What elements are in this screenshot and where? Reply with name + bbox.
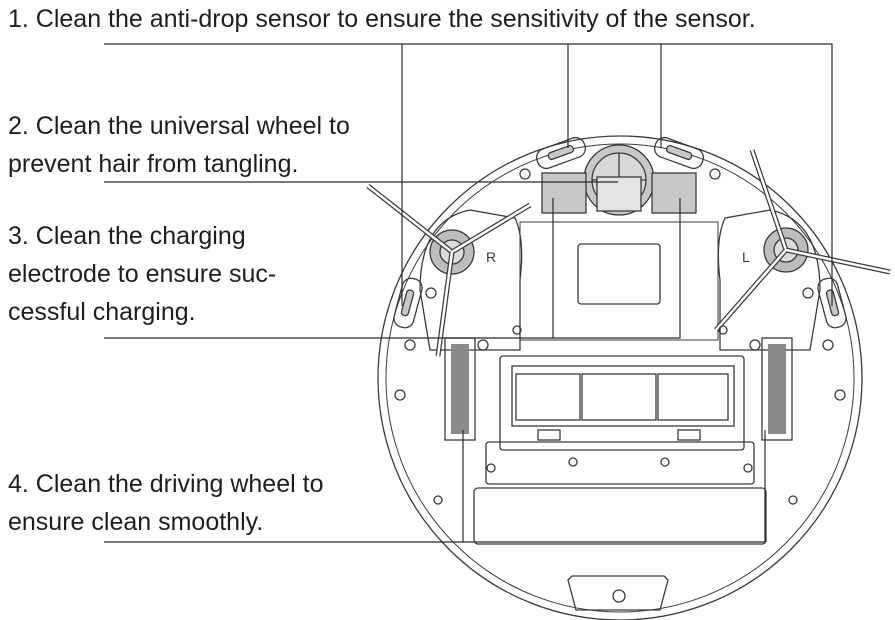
charging-electrode-left — [541, 172, 587, 214]
instruction-line: 2. Clean the universal wheel to — [8, 112, 350, 140]
instruction-line: 1. Clean the anti-drop sensor to ensure … — [8, 5, 756, 33]
robot-body-outline — [377, 135, 863, 620]
instruction-step-3: 3. Clean the charging electrode to ensur… — [8, 217, 276, 331]
instruction-step-4: 4. Clean the driving wheel to ensure cle… — [8, 465, 323, 541]
anti-drop-sensor-front-right — [653, 136, 705, 170]
brush-marker-l: L — [742, 249, 750, 265]
instruction-line: ensure clean smoothly. — [8, 508, 264, 536]
leader-line-anti-drop — [104, 43, 833, 306]
instruction-line: electrode to ensure suc- — [8, 260, 277, 288]
anti-drop-sensor-left — [393, 277, 423, 329]
bottom-latch — [567, 575, 669, 611]
center-panel — [577, 243, 661, 305]
charging-electrode-right — [651, 172, 697, 214]
side-brush-housing-right — [717, 209, 821, 351]
main-brush — [515, 373, 581, 421]
instruction-line: cessful charging. — [8, 298, 196, 326]
brush-marker-r: R — [486, 249, 496, 265]
side-brush-housing-left — [419, 209, 523, 351]
leader-line-charging-electrode — [104, 198, 681, 339]
instruction-line: prevent hair from tangling. — [8, 150, 299, 178]
screw-holes — [394, 168, 846, 505]
anti-drop-sensor-front-left — [535, 136, 587, 170]
anti-drop-sensor-right — [817, 277, 847, 329]
instruction-line: 3. Clean the charging — [8, 222, 246, 250]
leader-line-driving-wheel — [104, 430, 766, 543]
main-brush-compartment — [499, 355, 745, 451]
robot-body-inner-outline — [385, 143, 855, 613]
instruction-step-1: 1. Clean the anti-drop sensor to ensure … — [8, 0, 756, 38]
instruction-line: 4. Clean the driving wheel to — [8, 470, 324, 498]
instruction-step-2: 2. Clean the universal wheel to prevent … — [8, 107, 350, 183]
driving-wheel-right — [761, 337, 793, 441]
